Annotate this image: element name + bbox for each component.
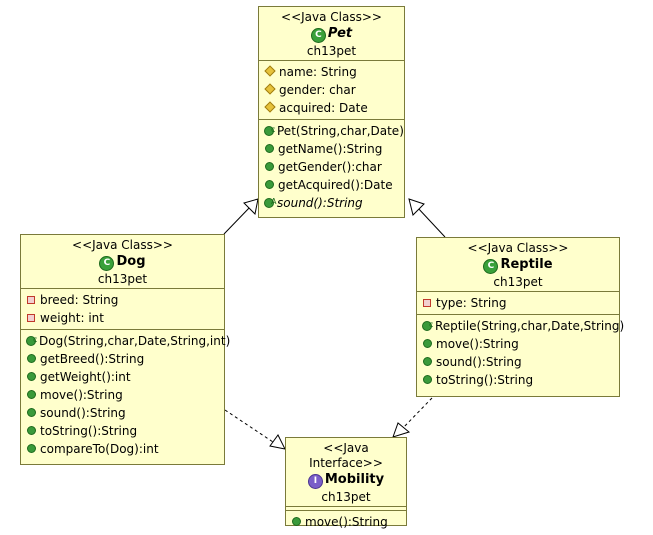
dog-fields: breed: String weight: int <box>21 288 224 329</box>
class-icon: C <box>99 256 115 271</box>
reptile-methods: Reptile(String,char,Date,String) move():… <box>417 314 624 391</box>
public-method-icon <box>292 517 301 526</box>
dog-field[interactable]: weight: int <box>21 309 224 327</box>
mobility-package: ch13pet <box>321 490 371 504</box>
pet-class-name: Pet <box>327 26 353 41</box>
pet-fields: name: String gender: char acquired: Date <box>259 60 404 119</box>
protected-field-icon <box>264 65 276 77</box>
mobility-method[interactable]: move():String <box>286 513 406 531</box>
mobility-stereotype: <<Java Interface>> <box>309 441 383 470</box>
mobility-interface-name: Mobility <box>324 472 385 487</box>
constructor-icon <box>26 331 37 349</box>
reptile-method[interactable]: Reptile(String,char,Date,String) <box>417 316 624 335</box>
pet-method[interactable]: sound():String <box>259 193 404 212</box>
protected-field-icon <box>264 83 276 95</box>
constructor-icon <box>264 121 275 139</box>
public-method-icon <box>27 390 36 399</box>
public-method-icon <box>27 444 36 453</box>
constructor-icon <box>422 316 433 334</box>
public-method-icon <box>27 354 36 363</box>
dog-stereotype: <<Java Class>> <box>72 238 173 252</box>
public-method-icon <box>423 357 432 366</box>
abstract-method-icon <box>264 193 276 211</box>
pet-method[interactable]: getName():String <box>259 140 404 158</box>
dog-methods: Dog(String,char,Date,String,int) getBree… <box>21 329 230 460</box>
mobility-fields <box>286 506 406 510</box>
dog-extends-pet-arrow <box>223 198 259 235</box>
reptile-method[interactable]: toString():String <box>417 371 619 389</box>
reptile-method[interactable]: move():String <box>417 335 619 353</box>
reptile-field[interactable]: type: String <box>417 294 619 312</box>
reptile-class-name: Reptile <box>500 257 553 272</box>
dog-method[interactable]: Dog(String,char,Date,String,int) <box>21 331 230 350</box>
interface-icon: I <box>307 474 323 489</box>
public-method-icon <box>423 339 432 348</box>
pet-package: ch13pet <box>306 44 357 58</box>
reptile-stereotype: <<Java Class>> <box>467 241 569 255</box>
pet-field[interactable]: gender: char <box>259 81 404 99</box>
public-method-icon <box>27 408 36 417</box>
reptile-fields: type: String <box>417 291 619 314</box>
dog-method[interactable]: getWeight():int <box>21 368 224 386</box>
public-method-icon <box>423 375 432 384</box>
protected-field-icon <box>264 101 276 113</box>
pet-field[interactable]: name: String <box>259 63 404 81</box>
reptile-package: ch13pet <box>493 275 543 289</box>
dog-method[interactable]: getBreed():String <box>21 350 224 368</box>
public-method-icon <box>265 144 274 153</box>
dog-field[interactable]: breed: String <box>21 291 224 309</box>
pet-methods: Pet(String,char,Date) getName():String g… <box>259 119 404 214</box>
dog-method[interactable]: sound():String <box>21 404 224 422</box>
public-method-icon <box>265 180 274 189</box>
mobility-methods: move():String <box>286 510 406 533</box>
private-field-icon <box>27 296 35 304</box>
dog-class-name: Dog <box>116 254 146 269</box>
public-method-icon <box>27 372 36 381</box>
dog-method[interactable]: compareTo(Dog):int <box>21 440 224 458</box>
class-icon: C <box>483 259 499 274</box>
pet-field[interactable]: acquired: Date <box>259 99 404 117</box>
abstract-class-icon: C <box>310 28 326 43</box>
pet-method[interactable]: getAcquired():Date <box>259 176 404 194</box>
dog-implements-mobility-arrow <box>224 409 286 450</box>
pet-method[interactable]: getGender():char <box>259 158 404 176</box>
pet-stereotype: <<Java Class>> <box>281 10 382 24</box>
private-field-icon <box>27 314 35 322</box>
private-field-icon <box>423 299 431 307</box>
pet-method[interactable]: Pet(String,char,Date) <box>259 121 404 140</box>
reptile-method[interactable]: sound():String <box>417 353 619 371</box>
dog-method[interactable]: toString():String <box>21 422 224 440</box>
dog-method[interactable]: move():String <box>21 386 224 404</box>
reptile-implements-mobility-arrow <box>392 397 433 438</box>
public-method-icon <box>265 162 274 171</box>
reptile-extends-pet-arrow <box>408 198 446 238</box>
dog-package: ch13pet <box>97 272 148 286</box>
public-method-icon <box>27 426 36 435</box>
